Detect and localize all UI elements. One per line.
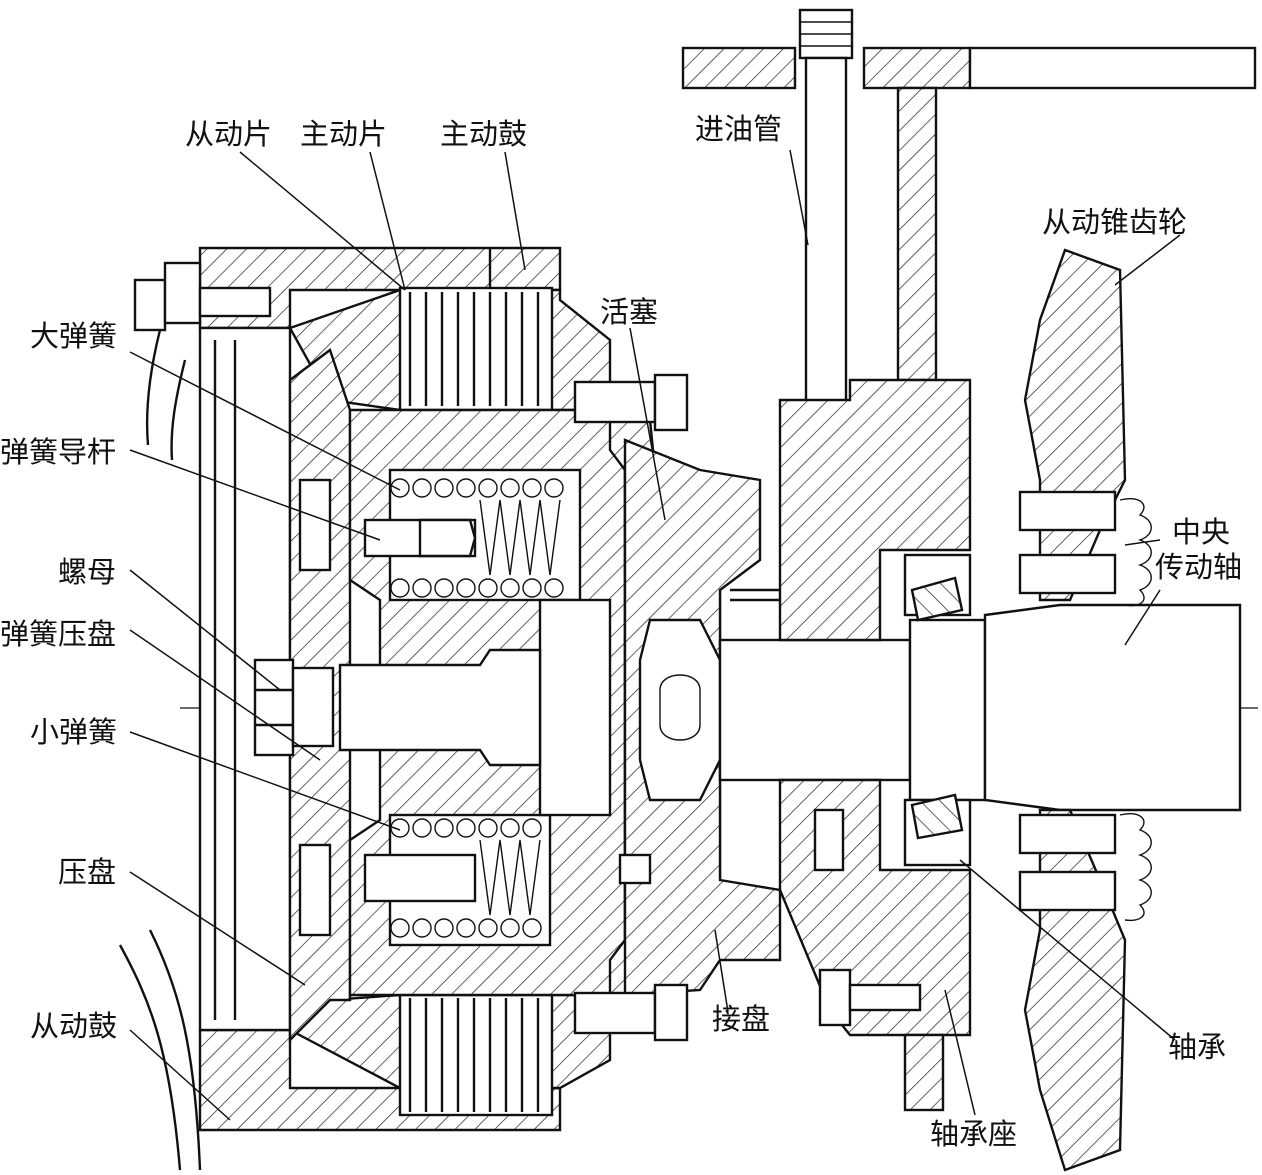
- label-drive-drum: 主动鼓: [440, 117, 528, 151]
- adapter-plate: [623, 438, 782, 997]
- label-drive-plate: 主动片: [300, 117, 388, 151]
- support-frame: [681, 46, 1257, 382]
- leader-lines: [129, 149, 1181, 1121]
- label-driven-drum: 从动鼓: [30, 1009, 118, 1043]
- housing-bolts: [573, 373, 689, 1042]
- label-central-shaft-line2: 传动轴: [1155, 550, 1243, 584]
- label-driven-plate: 从动片: [185, 117, 273, 151]
- label-central-shaft-line1: 中央: [1172, 515, 1231, 549]
- label-large-spring: 大弹簧: [30, 319, 118, 353]
- large-spring-bottom: [390, 818, 542, 938]
- label-bearing: 轴承: [1168, 1030, 1227, 1064]
- output-shaft: [718, 603, 1242, 812]
- label-oil-inlet-pipe: 进油管: [695, 112, 783, 146]
- driven-bevel-gear: [1018, 248, 1152, 1172]
- label-driven-bevel-gear: 从动锥齿轮: [1042, 205, 1188, 239]
- driven-drum-outline: [145, 329, 162, 446]
- large-spring-top: [390, 478, 564, 598]
- label-small-spring: 小弹簧: [30, 715, 118, 749]
- label-pressure-plate: 压盘: [58, 855, 117, 889]
- label-spring-guide-rod: 弹簧导杆: [0, 435, 117, 469]
- clutch-plate-pack-top: [288, 286, 612, 412]
- bearing-seat-housing: [778, 378, 972, 1112]
- label-spring-pressure-plate: 弹簧压盘: [0, 617, 117, 651]
- label-nut: 螺母: [58, 555, 117, 589]
- spring-guide-rods: [363, 518, 477, 903]
- drum-bolt-top: [133, 261, 272, 332]
- label-bearing-seat: 轴承座: [930, 1117, 1018, 1151]
- label-piston: 活塞: [600, 295, 659, 329]
- label-adapter-plate: 接盘: [712, 1002, 771, 1036]
- central-bolt-and-nut: [253, 648, 542, 767]
